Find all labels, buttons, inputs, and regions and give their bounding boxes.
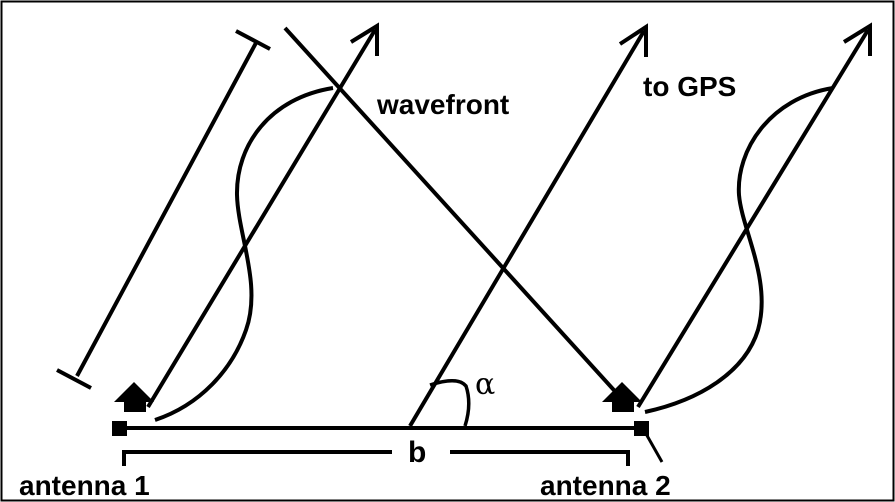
- signal-wave-antenna-2: [644, 86, 834, 414]
- signal-ray-antenna-1: [146, 22, 379, 409]
- antenna-2-leader: [643, 431, 664, 463]
- to-gps-label: to GPS: [643, 71, 736, 102]
- antenna-1-icon: [112, 382, 154, 436]
- antenna-2-icon: [602, 382, 649, 436]
- baseline-b-label: b: [408, 436, 426, 469]
- wavefront-label: wavefront: [376, 89, 509, 120]
- angle-alpha-arc: [429, 379, 471, 427]
- antenna-1-label: antenna 1: [19, 470, 150, 501]
- baseline-dimension-bracket: [122, 450, 630, 466]
- antenna-2-label: antenna 2: [540, 470, 671, 501]
- signal-ray-antenna-2: [636, 22, 872, 409]
- alpha-label: α: [475, 367, 495, 402]
- signal-wave-antenna-1: [154, 86, 334, 422]
- wavefront-line: [283, 26, 634, 412]
- signal-ray-center: [408, 23, 648, 428]
- wavelength-dimension-line: [56, 29, 271, 390]
